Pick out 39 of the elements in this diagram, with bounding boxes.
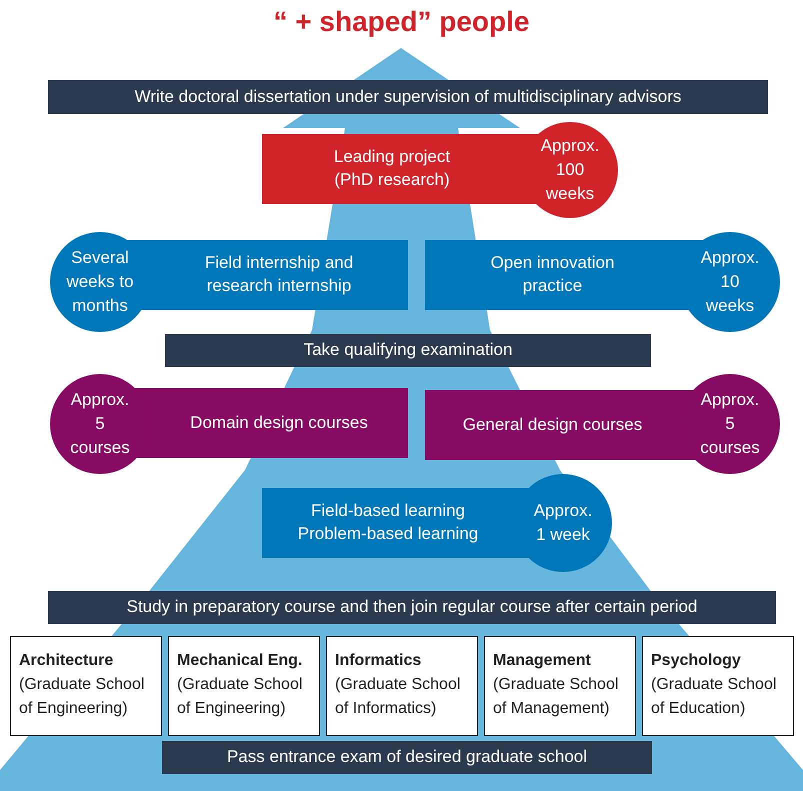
stage-pill — [50, 232, 408, 332]
step-bar: Take qualifying examination — [165, 334, 651, 367]
school-name: Psychology — [651, 651, 741, 671]
title: “ + shaped” people — [272, 6, 530, 38]
stage-text: Field-based learning — [310, 500, 466, 522]
duration-text: Approx. 5 courses — [700, 389, 760, 459]
stage-text: Domain design courses — [190, 412, 368, 434]
stage-pill — [50, 374, 408, 474]
step-bar: Study in preparatory course and then join regular course after certain period — [48, 591, 776, 624]
step-bar: Write doctoral dissertation under supervision of multidisciplinary advisors — [48, 80, 768, 114]
stage-pill — [425, 374, 780, 474]
school-card — [326, 636, 478, 736]
school-name: Informatics — [335, 651, 422, 671]
school-card — [642, 636, 794, 736]
stage-text: Problem-based learning — [298, 523, 478, 545]
school-card — [168, 636, 320, 736]
school-card — [10, 636, 162, 736]
school-name: Architecture — [19, 651, 114, 671]
stage-pill — [262, 474, 612, 572]
stage-text: Open innovation practice — [490, 252, 616, 297]
school-card — [484, 636, 636, 736]
faculty-text: (Graduate School of Engineering) — [19, 675, 146, 719]
school-name: Management — [493, 651, 591, 671]
faculty-text: (Graduate School of Management) — [493, 675, 620, 719]
stage-pill — [425, 232, 780, 332]
duration-text: Several weeks to months — [65, 247, 135, 317]
duration-text: Approx. 10 weeks — [700, 247, 760, 317]
duration-text: Approx. 1 week — [534, 500, 592, 546]
duration-text: Approx. 100 weeks — [540, 135, 600, 205]
duration-text: Approx. 5 courses — [70, 389, 130, 459]
school-name: Mechanical Eng. — [177, 651, 302, 671]
stage-text: Field internship and research internship — [204, 252, 354, 297]
stage-text: General design courses — [462, 414, 642, 436]
faculty-text: (Graduate School of Engineering) — [177, 675, 304, 719]
stage-text: Leading project (PhD research) — [332, 146, 452, 191]
stage-pill — [262, 122, 618, 218]
step-bar: Pass entrance exam of desired graduate school — [162, 741, 652, 774]
faculty-text: (Graduate School of Informatics) — [335, 675, 462, 719]
faculty-text: (Graduate School of Education) — [651, 675, 778, 719]
